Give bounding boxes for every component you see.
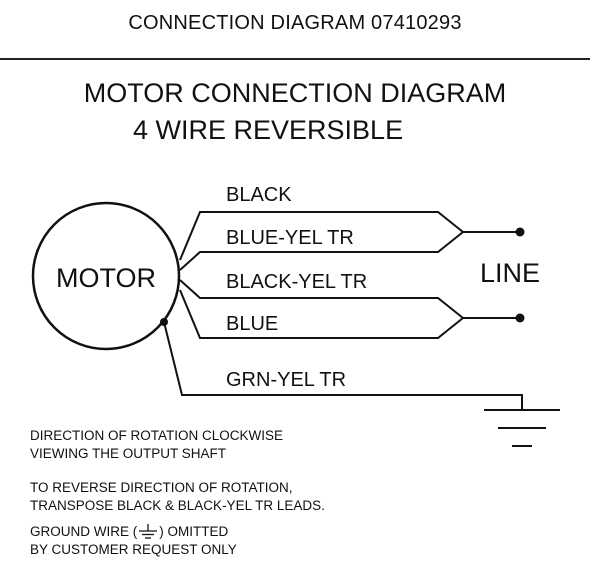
- line-terminal-bottom: [515, 313, 525, 323]
- ground-note-line1: GROUND WIRE ( ) OMITTED: [30, 523, 237, 541]
- motor-circle: [31, 201, 181, 351]
- wire-label-black-yel: BLACK-YEL TR: [226, 271, 367, 293]
- ground-note-prefix: GROUND WIRE (: [30, 524, 138, 539]
- ground-note: GROUND WIRE ( ) OMITTED BY CUSTOMER REQUE…: [30, 523, 237, 559]
- ground-inline-icon: [139, 524, 158, 540]
- reverse-note: TO REVERSE DIRECTION OF ROTATION, TRANSP…: [30, 479, 325, 515]
- page-header-title: CONNECTION DIAGRAM 07410293: [128, 12, 462, 34]
- motor-label: MOTOR: [56, 263, 156, 293]
- ground-symbol-icon: [484, 409, 560, 447]
- wire-label-blue: BLUE: [226, 313, 278, 335]
- rotation-note-line1: DIRECTION OF ROTATION CLOCKWISE: [30, 428, 284, 443]
- rotation-note: DIRECTION OF ROTATION CLOCKWISE VIEWING …: [30, 427, 283, 463]
- wire-grn-yel: [163, 321, 523, 410]
- wire-blue-yel: [179, 231, 464, 271]
- wire-label-grn-yel: GRN-YEL TR: [226, 369, 346, 391]
- wire-blue: [179, 289, 464, 339]
- wire-label-blue-yel: BLUE-YEL TR: [226, 227, 354, 249]
- rotation-note-line2: VIEWING THE OUTPUT SHAFT: [30, 446, 227, 461]
- ground-note-line2: BY CUSTOMER REQUEST ONLY: [30, 542, 237, 557]
- diagram-subtitle: 4 WIRE REVERSIBLE: [133, 115, 404, 145]
- ground-note-suffix: ) OMITTED: [159, 524, 229, 539]
- header-divider: [0, 58, 590, 60]
- wire-label-black: BLACK: [226, 184, 292, 206]
- wire-black: [179, 211, 464, 261]
- reverse-note-line1: TO REVERSE DIRECTION OF ROTATION,: [30, 480, 293, 495]
- line-terminal-top: [515, 227, 525, 237]
- wire-black-yel: [179, 279, 464, 319]
- line-label: LINE: [480, 258, 540, 288]
- diagram-title: MOTOR CONNECTION DIAGRAM: [83, 78, 507, 108]
- reverse-note-line2: TRANSPOSE BLACK & BLACK-YEL TR LEADS.: [30, 498, 325, 513]
